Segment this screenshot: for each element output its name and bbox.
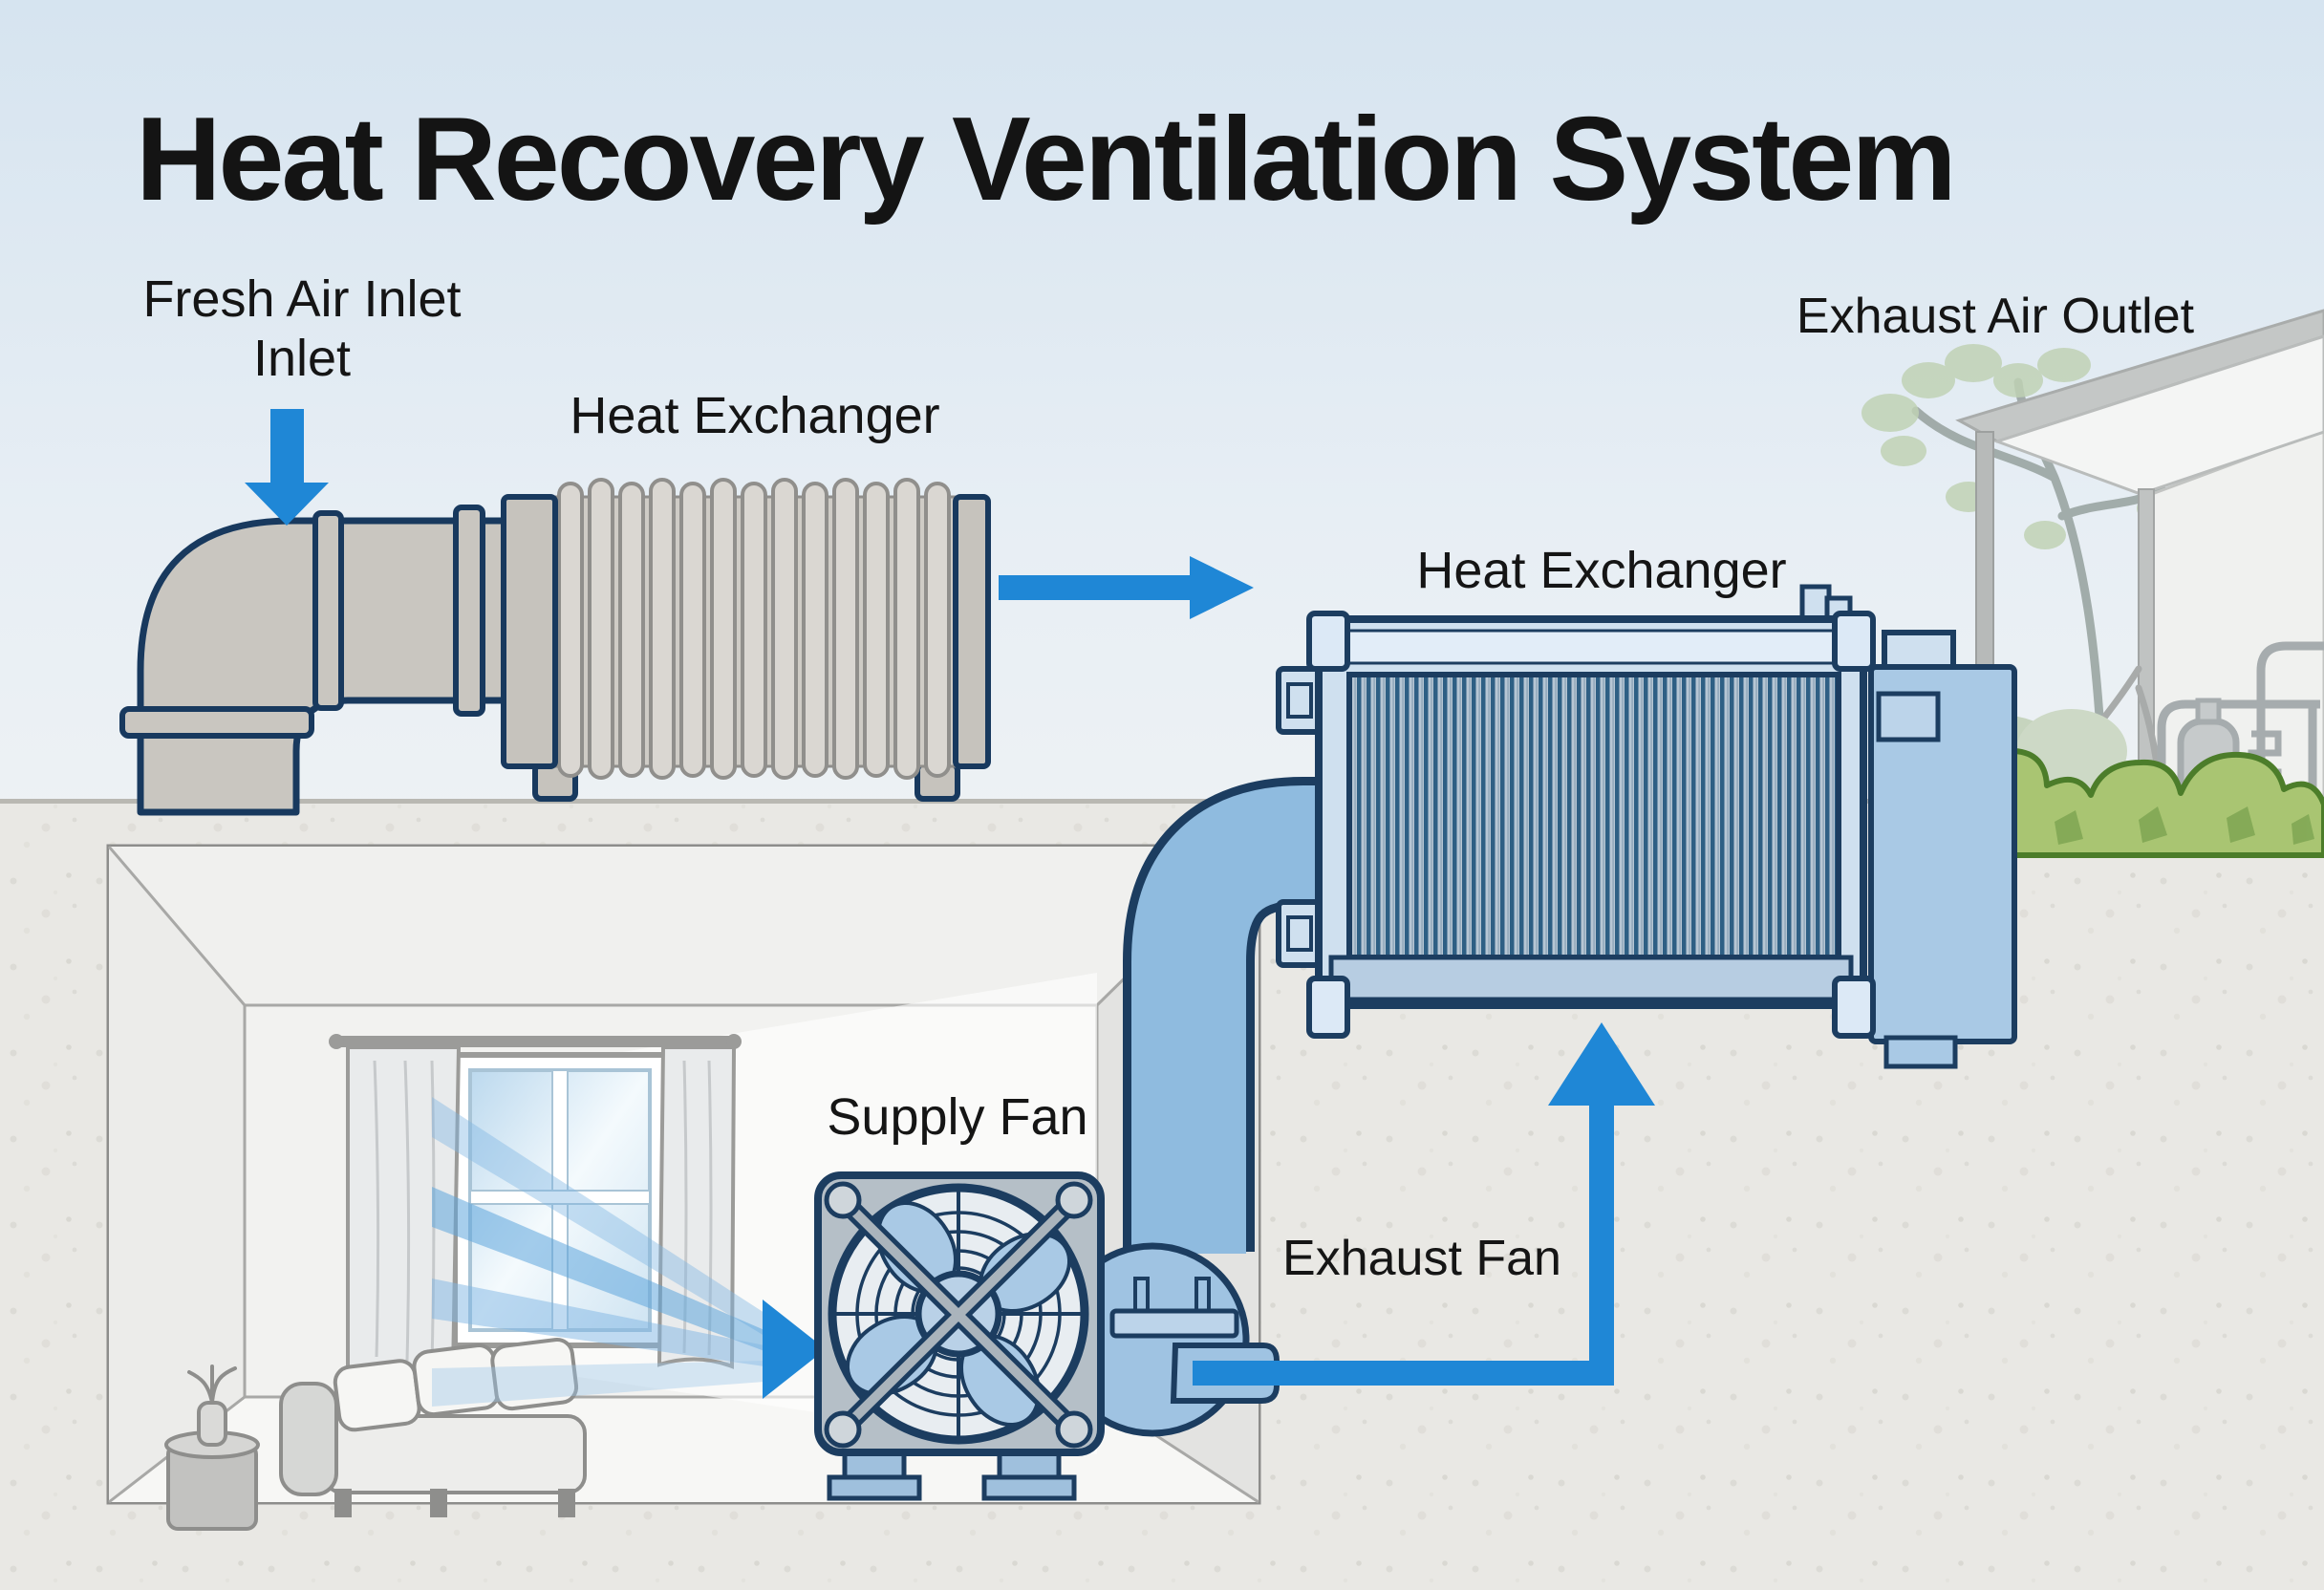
sofa (279, 1337, 587, 1517)
fresh-air-elbow-pipe (119, 505, 512, 816)
diagram-title: Heat Recovery Ventilation System (136, 94, 1957, 226)
supply-airflow-arrowhead (763, 1300, 826, 1399)
label-fresh-air-inlet: Fresh Air Inlet Inlet (142, 269, 461, 388)
label-exhaust-air-outlet: Exhaust Air Outlet (1796, 289, 2195, 344)
label-heat-exchanger-main: Heat Exchanger (1416, 542, 1787, 599)
label-exhaust-fan: Exhaust Fan (1282, 1231, 1561, 1286)
side-table (164, 1430, 260, 1531)
fan-blades (845, 1200, 1072, 1428)
plant (187, 1364, 237, 1447)
arrow-fresh-air-down (245, 409, 329, 526)
heat-exchanger-small-unit (501, 478, 991, 802)
heat-exchanger-main-unit (1276, 584, 2017, 1069)
supply-airflow-beams (432, 1097, 826, 1407)
fan-guard-x (824, 1181, 1093, 1449)
arrow-exhaust-up (1193, 1022, 1655, 1386)
fan-scroll-housing (1055, 1242, 1280, 1437)
label-fresh-air-inlet-line2: Inlet (252, 330, 352, 388)
label-supply-fan: Supply Fan (827, 1088, 1088, 1146)
arrow-right-to-main-exchanger (999, 556, 1254, 619)
supply-duct (1123, 777, 1336, 1254)
label-heat-exchanger-small: Heat Exchanger (570, 387, 940, 444)
label-fresh-air-inlet-line1: Fresh Air Inlet (142, 270, 462, 328)
supply-fan-unit (814, 1171, 1105, 1501)
